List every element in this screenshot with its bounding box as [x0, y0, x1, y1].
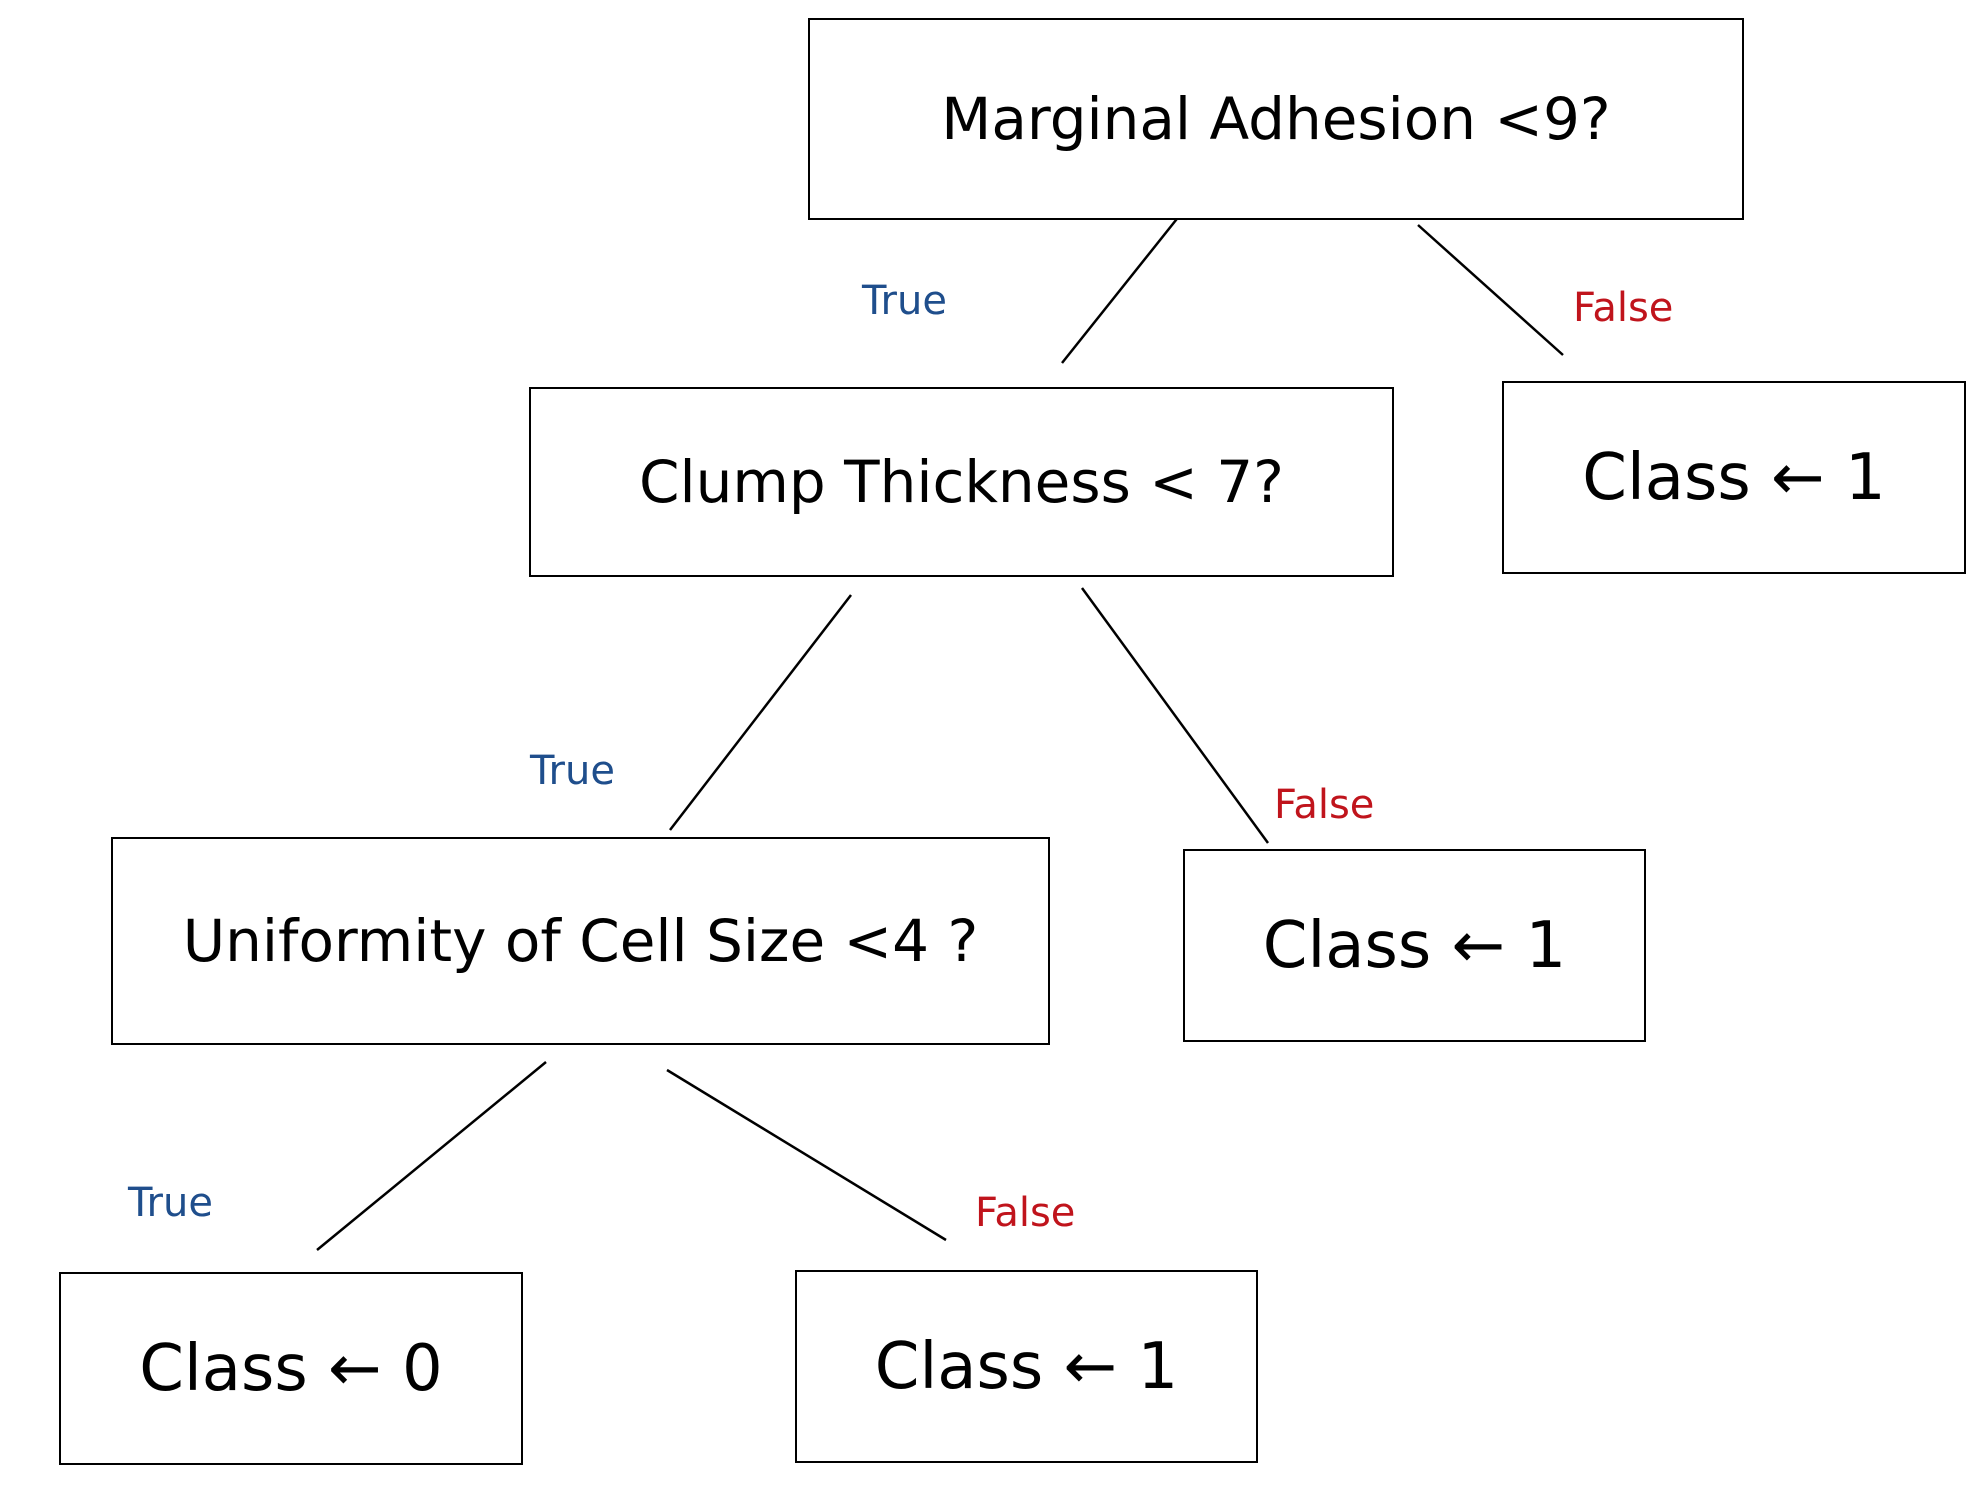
edge-n1-true: [669, 594, 852, 831]
edge-n2-true: [316, 1061, 547, 1251]
uniformity-cell-size-node: Uniformity of Cell Size <4 ?: [111, 837, 1050, 1045]
n1-true-label: True: [530, 748, 615, 794]
root-false-label: False: [1573, 285, 1674, 331]
n2-true-label: True: [128, 1180, 213, 1226]
edge-n2-false: [666, 1068, 947, 1242]
edge-root-false: [1417, 224, 1564, 356]
leaf-root-false: Class ← 1: [1502, 381, 1966, 574]
leaf-n2-false: Class ← 1: [795, 1270, 1258, 1463]
leaf-n2-true: Class ← 0: [59, 1272, 523, 1465]
clump-thickness-node: Clump Thickness < 7?: [529, 387, 1394, 577]
root-true-label: True: [862, 278, 947, 324]
n2-false-label: False: [975, 1190, 1076, 1236]
n1-false-label: False: [1274, 782, 1375, 828]
root-question-node: Marginal Adhesion <9?: [808, 18, 1744, 220]
leaf-n1-false: Class ← 1: [1183, 849, 1646, 1042]
edge-root-true: [1061, 214, 1181, 364]
edge-n1-false: [1080, 587, 1270, 844]
